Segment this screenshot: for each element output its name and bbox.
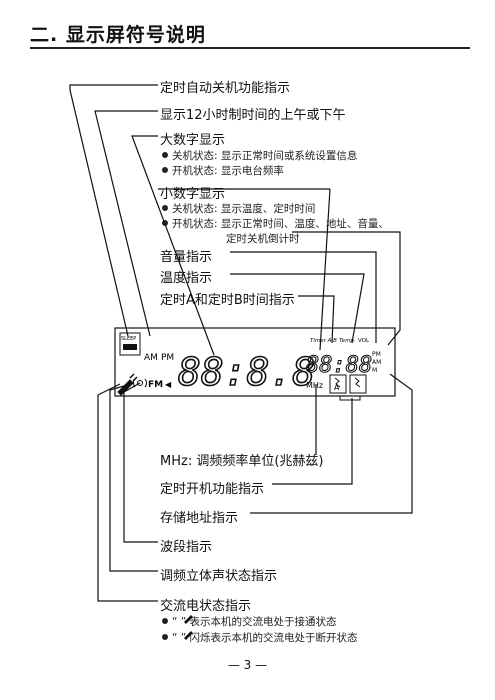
big-digits-note: 开机状态: 显示电台频率 xyxy=(162,163,284,178)
lcd-frame xyxy=(114,327,396,397)
bullet-icon xyxy=(162,167,168,173)
label-am-pm: 显示12小时制时间的上午或下午 xyxy=(160,108,346,123)
alarm-a-label: A xyxy=(334,383,340,392)
bullet-icon xyxy=(162,205,168,211)
leader-line xyxy=(230,251,377,343)
stereo-icon xyxy=(133,378,147,388)
leader-line xyxy=(123,382,158,543)
page-title: 二. 显示屏符号说明 xyxy=(30,24,206,46)
temp-indicator: Temp. xyxy=(339,338,356,344)
alarm-a-box xyxy=(329,374,347,394)
sleep-box xyxy=(119,332,141,356)
label-timer-auto-off: 定时自动关机功能指示 xyxy=(160,81,291,96)
big-digits: 88:8.8 xyxy=(178,350,315,394)
sleep-text: SLEEP xyxy=(121,336,136,342)
leader-line xyxy=(94,110,158,337)
small-digits-note: 定时关机倒计时 xyxy=(226,233,300,245)
page-number: — 3 — xyxy=(227,658,268,672)
plug-icon xyxy=(184,631,193,640)
leader-line xyxy=(272,398,353,485)
bullet-icon xyxy=(162,634,168,640)
label-big-digits: 大数字显示 xyxy=(160,133,226,148)
label-band: 波段指示 xyxy=(160,540,213,555)
label-memory: 存储地址指示 xyxy=(160,511,239,526)
am-indicator: AM xyxy=(144,353,158,363)
title-rule xyxy=(30,47,470,49)
mhz-indicator: MHz xyxy=(306,381,323,390)
leader-line xyxy=(319,188,331,351)
leader-lines xyxy=(69,84,413,602)
alarm-bracket xyxy=(339,396,361,401)
plug-icon xyxy=(117,373,138,396)
fm-bracket: ◀ xyxy=(165,380,172,389)
am-small-indicator: AM xyxy=(372,359,381,366)
label-volume: 音量指示 xyxy=(160,250,213,265)
plug-icon xyxy=(184,615,193,624)
alarm-b-icon xyxy=(354,377,361,388)
leader-line xyxy=(292,231,401,346)
alarm-b-box xyxy=(349,374,367,394)
vol-indicator: VOL xyxy=(358,338,370,344)
big-digits-note: 关机状态: 显示正常时间或系统设置信息 xyxy=(162,148,357,163)
bullet-icon xyxy=(162,618,168,624)
timer-ab-indicator: Timer A B xyxy=(310,338,337,344)
bed-icon xyxy=(123,344,137,350)
small-digits: 88:88 xyxy=(306,353,372,378)
label-temperature: 温度指示 xyxy=(160,271,213,286)
leader-line xyxy=(109,382,158,572)
label-timer-ab: 定时A和定时B时间指示 xyxy=(160,293,295,308)
ac-note: “ ” 表示本机的交流电处于接通状态 xyxy=(162,614,337,629)
leader-line xyxy=(298,295,335,344)
label-timer-on: 定时开机功能指示 xyxy=(160,482,265,497)
bullet-icon xyxy=(162,152,168,158)
leader-line xyxy=(97,383,158,602)
pm-indicator: PM xyxy=(161,353,174,363)
label-ac-power: 交流电状态指示 xyxy=(160,599,252,614)
fm-indicator: FM xyxy=(148,380,163,390)
ac-note: “ ” 闪烁表示本机的交流电处于断开状态 xyxy=(162,630,358,645)
leader-line xyxy=(69,84,158,337)
label-small-digits: 小数字显示 xyxy=(160,187,226,202)
label-mhz: MHz: 调频频率单位(兆赫兹) xyxy=(160,454,324,469)
pm-small-indicator: PM xyxy=(372,351,381,358)
small-digits-note: 关机状态: 显示温度、定时时间 xyxy=(162,201,315,216)
leader-line xyxy=(131,135,215,356)
memory-m-indicator: M xyxy=(372,367,377,374)
label-stereo: 调频立体声状态指示 xyxy=(160,569,278,584)
alarm-a-icon xyxy=(334,377,341,388)
leader-line xyxy=(250,373,413,514)
leader-line xyxy=(230,273,365,344)
